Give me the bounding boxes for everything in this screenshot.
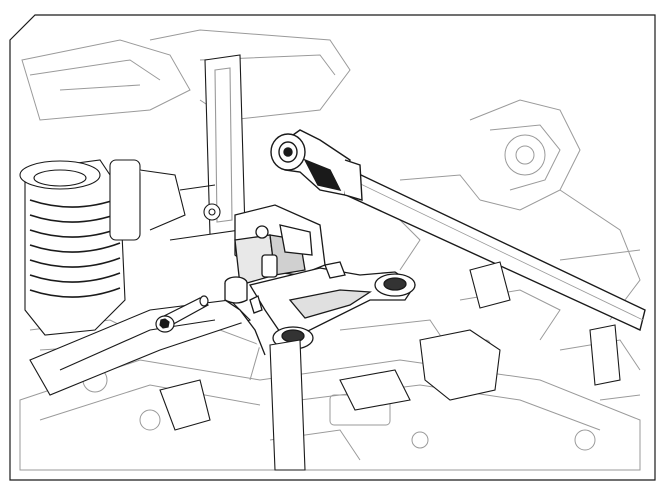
cap-screw (155, 295, 210, 333)
bulkhead-mount (224, 204, 416, 356)
shock-absorber (19, 159, 186, 336)
turnbuckle-link-rod (270, 129, 646, 331)
chassis-foreground (159, 261, 621, 471)
suspension-arm (29, 299, 252, 396)
